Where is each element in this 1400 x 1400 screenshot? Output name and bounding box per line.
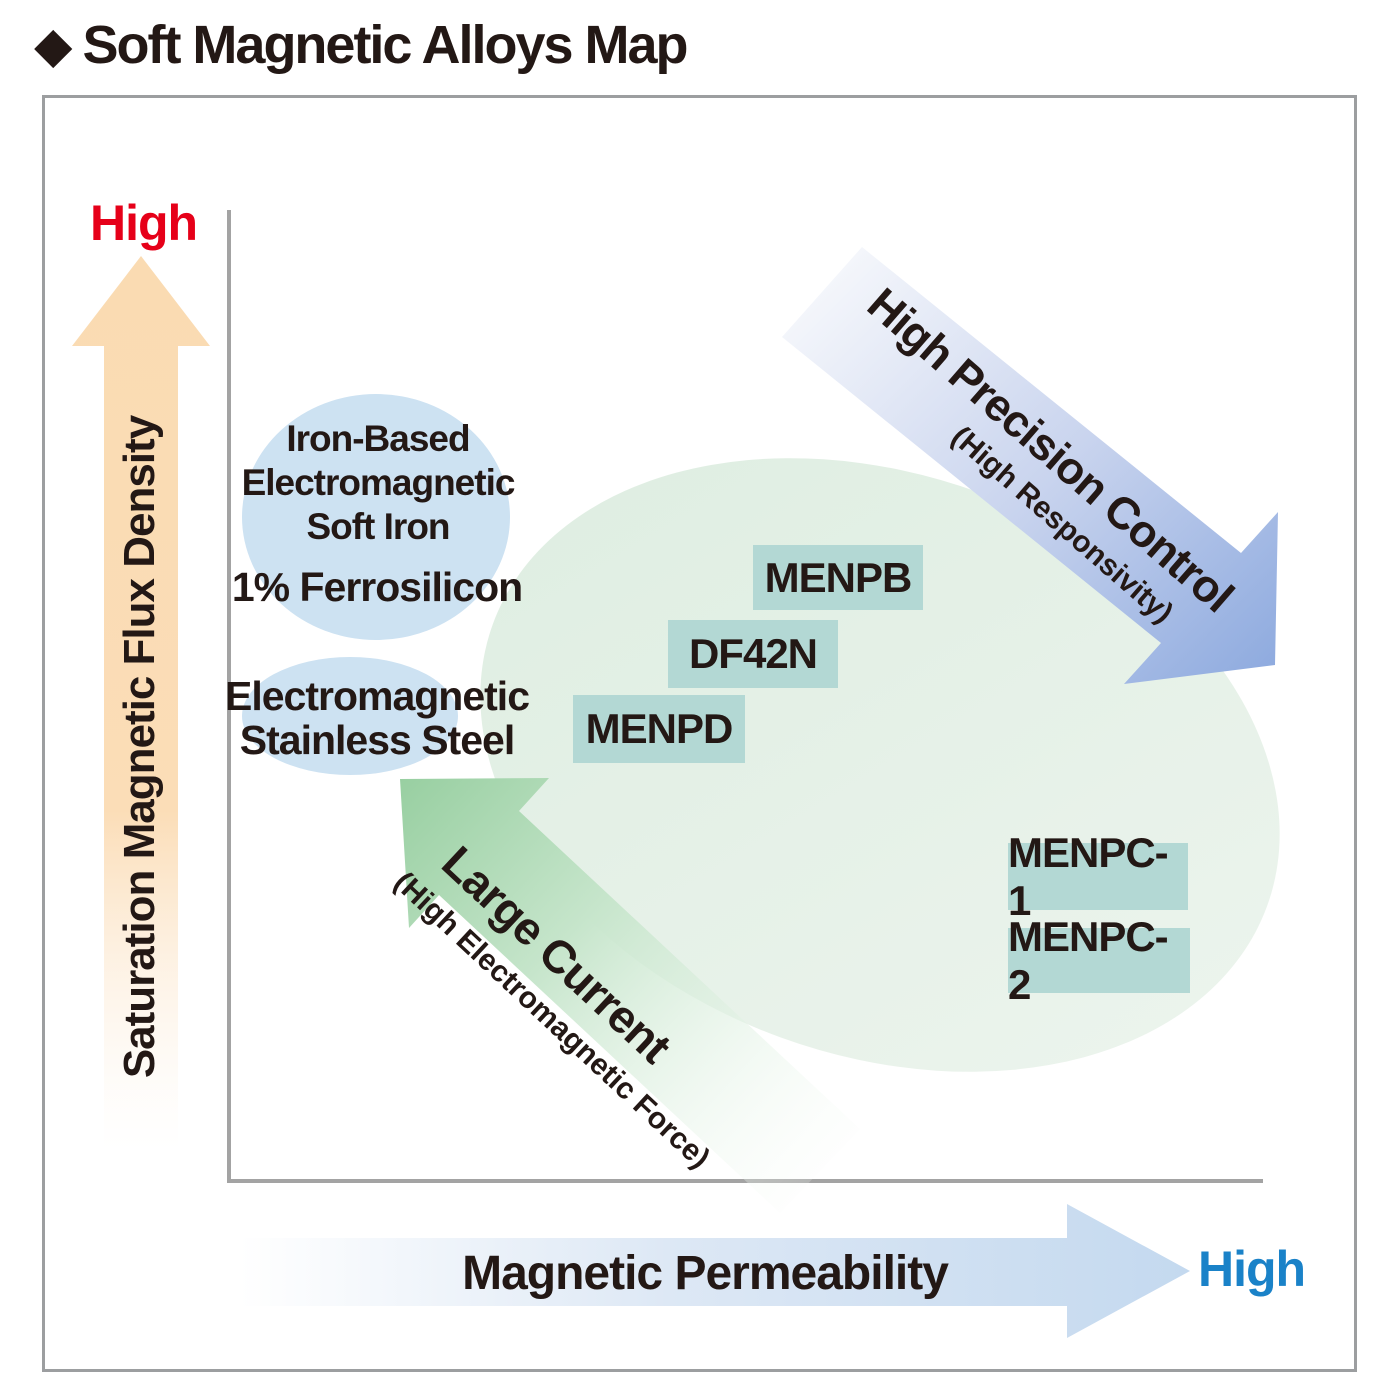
figure-title-text: Soft Magnetic Alloys Map — [82, 15, 688, 75]
x-axis-title: Magnetic Permeability — [462, 1247, 949, 1300]
x-axis-high-label: High — [1198, 1241, 1306, 1297]
material-box-menpc-2: MENPC-2 — [1008, 913, 1190, 1008]
ferrosilicon-label: 1% Ferrosilicon — [231, 564, 523, 610]
figure-title: ◆ Soft Magnetic Alloys Map — [34, 14, 689, 76]
iron-based-line-1: Iron-Based — [286, 418, 470, 459]
material-box-menpc-1: MENPC-1 — [1008, 829, 1188, 924]
material-box-menpb: MENPB — [753, 545, 923, 610]
y-axis-high-label: High — [90, 195, 198, 251]
y-axis-title: Saturation Magnetic Flux Density — [115, 415, 164, 1079]
material-box-menpd: MENPD — [573, 695, 745, 763]
iron-based-line-2: Electromagnetic — [241, 462, 516, 503]
iron-based-region-label: Iron-Based Electromagnetic Soft Iron — [241, 417, 516, 549]
material-box-df42n: DF42N — [668, 620, 838, 688]
iron-based-line-3: Soft Iron — [306, 506, 450, 547]
diamond-icon: ◆ — [34, 17, 73, 73]
stainless-region-label: Electromagnetic Stainless Steel — [225, 673, 530, 763]
stainless-line-2: Stainless Steel — [239, 717, 515, 763]
stainless-line-1: Electromagnetic — [225, 673, 530, 719]
